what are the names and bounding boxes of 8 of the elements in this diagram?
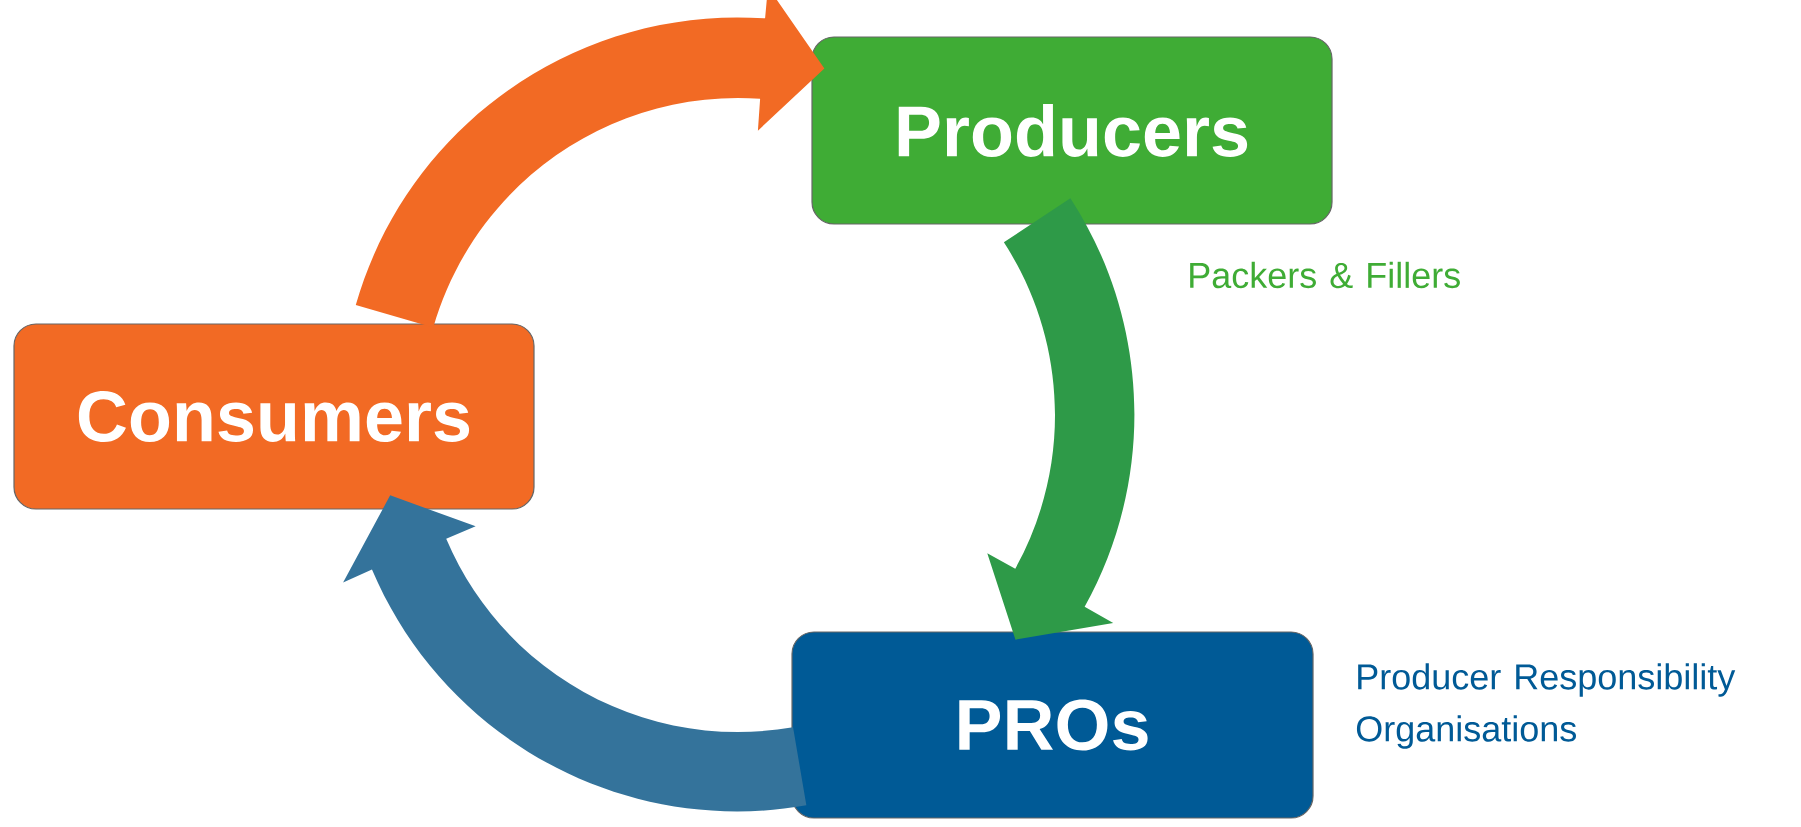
actor-box: PROs [791, 631, 1314, 819]
actor-box: Producers [811, 36, 1333, 225]
actor-box: Consumers [13, 323, 535, 510]
cycle-arrow [355, 0, 825, 328]
cycle-arrow [343, 495, 807, 811]
node-caption: Producer Responsibility Organisations [1356, 663, 1736, 749]
cycle-arrow [987, 198, 1135, 640]
node-caption: Packers & Fillers [1190, 261, 1460, 289]
